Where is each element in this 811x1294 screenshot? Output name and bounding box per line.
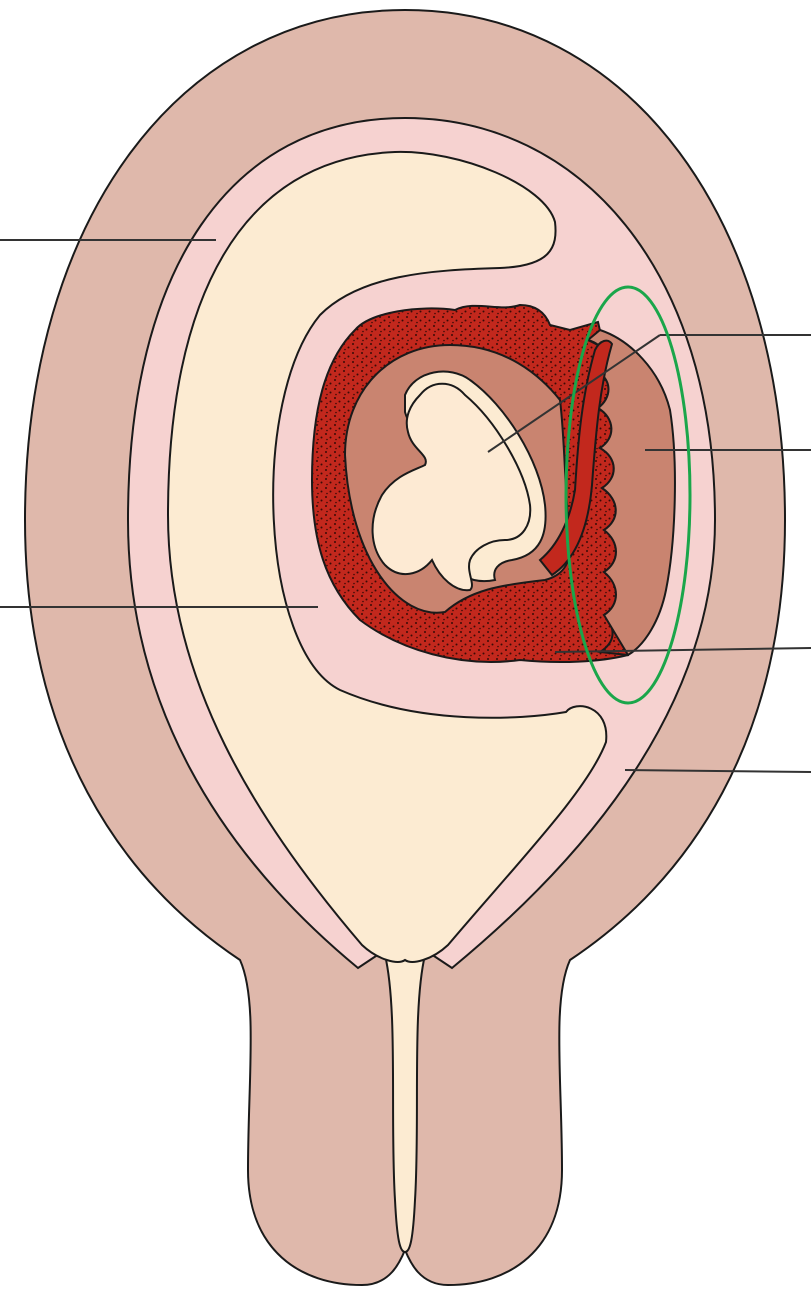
uterus-pregnancy-diagram <box>0 0 811 1294</box>
